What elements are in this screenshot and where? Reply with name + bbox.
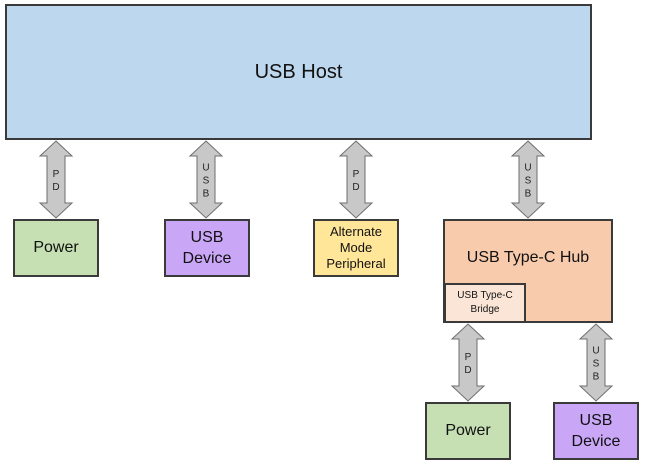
pd-arrow-hub-power-letter: D: [464, 365, 471, 376]
usb-type-c-bridge: USB Type-C Bridge: [444, 283, 526, 323]
usb-arrow-hub-device: USB: [578, 323, 614, 402]
hub-power-node-label: Power: [445, 422, 491, 439]
usb-host-label: USB Host: [254, 60, 343, 83]
alternate-mode-peripheral-node: Alternate Mode Peripheral: [313, 219, 399, 277]
hub-usb-device-node-label: USB Device: [571, 412, 621, 450]
pd-arrow-alternate-mode-letter: D: [352, 182, 359, 193]
pd-arrow-power-letter: D: [52, 182, 59, 193]
pd-arrow-power-shape: [38, 140, 74, 219]
pd-arrow-alternate-mode-letter: P: [353, 169, 360, 180]
pd-arrow-power-letter: P: [53, 169, 60, 180]
usb-arrow-hub-letter: B: [525, 189, 532, 200]
pd-arrow-hub-power-shape: [450, 323, 486, 402]
power-node-label: Power: [33, 239, 79, 256]
usb-arrow-device-letter: B: [203, 189, 210, 200]
pd-arrow-alternate-mode: PD: [338, 140, 374, 219]
pd-arrow-power: PD: [38, 140, 74, 219]
usb-arrow-device-letter: U: [202, 163, 209, 174]
usb-type-c-hub-label: USB Type-C Hub: [466, 249, 590, 266]
pd-arrow-hub-power-letter: P: [465, 352, 472, 363]
pd-arrow-hub-power: PD: [450, 323, 486, 402]
hub-power-node: Power: [425, 402, 511, 460]
usb-arrow-hub-device-letter: U: [592, 346, 599, 357]
usb-arrow-hub-shape: [510, 140, 546, 219]
usb-arrow-hub-letter: U: [524, 163, 531, 174]
usb-arrow-device-letter: S: [203, 176, 210, 187]
usb-arrow-hub-letter: S: [525, 176, 532, 187]
usb-arrow-device-shape: [188, 140, 224, 219]
pd-arrow-alternate-mode-shape: [338, 140, 374, 219]
alternate-mode-peripheral-label: Alternate Mode Peripheral: [326, 224, 386, 271]
usb-arrow-device: USB: [188, 140, 224, 219]
usb-type-c-bridge-label: USB Type-C Bridge: [457, 290, 513, 315]
hub-usb-device-node: USB Device: [553, 402, 639, 460]
usb-device-node-label: USB Device: [182, 229, 232, 267]
usb-device-node: USB Device: [164, 219, 250, 277]
usb-arrow-hub: USB: [510, 140, 546, 219]
usb-host-box: USB Host: [5, 4, 592, 140]
usb-arrow-hub-device-letter: B: [593, 372, 600, 383]
usb-arrow-hub-device-letter: S: [593, 359, 600, 370]
usb-arrow-hub-device-shape: [578, 323, 614, 402]
power-node: Power: [13, 219, 99, 277]
